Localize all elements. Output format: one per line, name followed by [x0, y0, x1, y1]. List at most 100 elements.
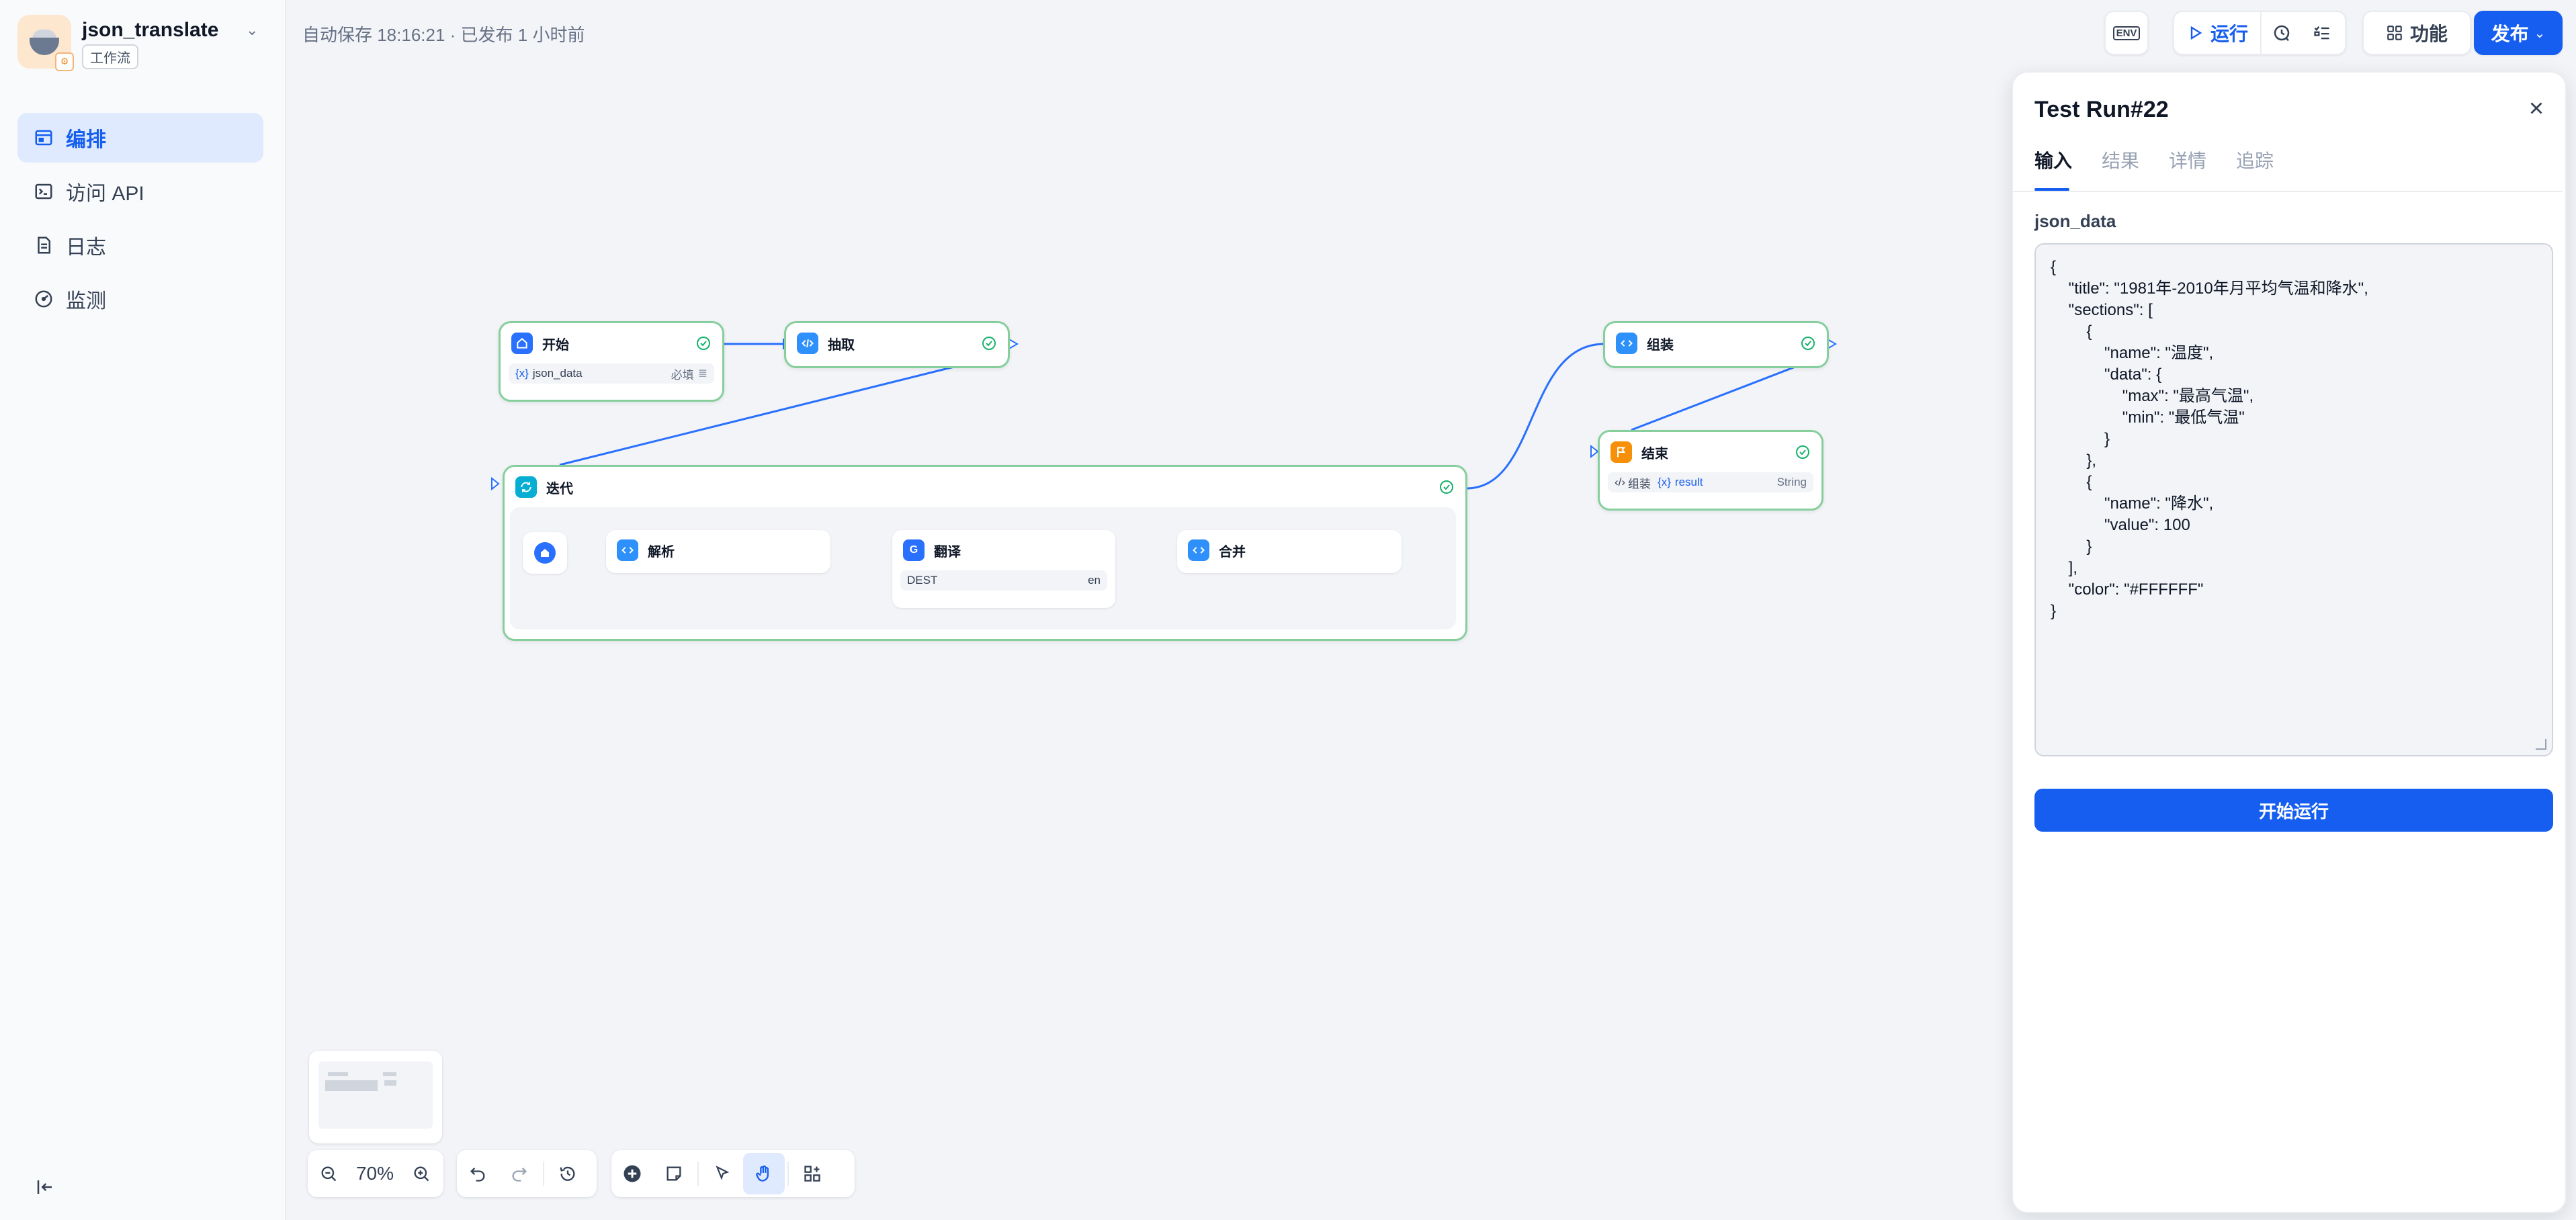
layout-grid-icon — [804, 1166, 820, 1182]
param-value: en — [1088, 574, 1101, 586]
param-label: DEST — [907, 574, 938, 586]
run-history-button[interactable] — [2262, 12, 2302, 54]
node-title: 解析 — [648, 544, 675, 560]
add-node-button[interactable] — [611, 1153, 653, 1194]
app-icon[interactable]: ⚙ — [17, 15, 74, 71]
translate-icon: G — [903, 539, 925, 561]
code-icon — [1616, 333, 1637, 354]
run-button[interactable]: 运行 — [2174, 12, 2262, 54]
zoom-level[interactable]: 70% — [355, 1163, 394, 1184]
close-icon[interactable] — [2526, 98, 2546, 118]
checklist-icon — [2314, 26, 2329, 40]
code-icon — [1188, 539, 1209, 561]
json-data-value: { "title": "1981年-2010年月平均气温和降水", "secti… — [2051, 258, 2368, 620]
edge-iteration-assemble — [1465, 343, 1605, 490]
autosave-status: 自动保存 18:16:21 · 已发布 1 小时前 — [302, 25, 585, 45]
test-run-panel: Test Run#22 输入 结果 详情 追踪 json_data { "tit… — [2012, 71, 2567, 1213]
variable-type: String — [1776, 476, 1807, 488]
chevron-down-icon: ⌄ — [2534, 26, 2546, 41]
zoom-in-icon — [414, 1166, 429, 1182]
undo-icon — [470, 1168, 485, 1182]
success-check-icon — [1440, 480, 1453, 494]
zoom-in-button[interactable] — [400, 1153, 442, 1194]
success-check-icon — [1801, 337, 1815, 350]
home-icon — [511, 333, 533, 354]
minimap[interactable] — [309, 1051, 442, 1143]
home-icon — [534, 542, 556, 564]
node-translate[interactable]: G 翻译 DEST en — [892, 530, 1115, 608]
node-param: DEST en — [900, 570, 1107, 591]
node-end[interactable]: 结束 ‹/› 组装 {x} result String — [1598, 430, 1823, 511]
start-run-button[interactable]: 开始运行 — [2034, 789, 2553, 832]
undo-button[interactable] — [457, 1153, 499, 1194]
zoom-controls: 70% — [308, 1150, 443, 1197]
node-title: 翻译 — [934, 544, 961, 560]
node-start[interactable]: 开始 {x} json_data 必填 ≣ — [499, 321, 724, 402]
terminal-icon — [35, 183, 52, 200]
zoom-out-button[interactable] — [308, 1153, 349, 1194]
sidebar-item-monitor[interactable]: 监测 — [17, 274, 263, 324]
active-tab-indicator — [2034, 188, 2069, 191]
minimap-node — [383, 1072, 396, 1076]
features-button-label: 功能 — [2409, 24, 2448, 44]
variable-name: json_data — [532, 367, 583, 380]
tab-detail[interactable]: 详情 — [2169, 150, 2207, 171]
env-button[interactable]: ENV — [2104, 11, 2149, 55]
sidebar-item-api[interactable]: 访问 API — [17, 167, 263, 216]
tab-input[interactable]: 输入 — [2034, 150, 2073, 171]
redo-icon — [512, 1168, 527, 1182]
port-handle — [491, 476, 500, 491]
toolbar-divider — [697, 1162, 699, 1186]
variable-source: 组装 — [1628, 477, 1651, 490]
node-title: 结束 — [1641, 446, 1668, 462]
node-iteration-start[interactable] — [523, 532, 567, 574]
features-button[interactable]: 功能 — [2362, 11, 2471, 55]
node-parse[interactable]: 解析 — [606, 530, 830, 573]
hand-mode-button[interactable] — [743, 1153, 785, 1194]
variable-icon: {x} — [515, 367, 529, 380]
node-assemble[interactable]: 组装 — [1603, 321, 1829, 368]
panel-title: Test Run#22 — [2034, 97, 2169, 122]
chevron-down-icon[interactable]: ⌄ — [246, 21, 259, 38]
json-data-textarea[interactable]: { "title": "1981年-2010年月平均气温和降水", "secti… — [2034, 243, 2553, 756]
tab-result[interactable]: 结果 — [2102, 150, 2140, 171]
toolbar-divider — [787, 1162, 789, 1186]
toolbar-divider — [543, 1162, 544, 1186]
code-icon — [797, 333, 818, 354]
monitor-icon — [35, 290, 52, 308]
field-label: json_data — [2034, 211, 2116, 231]
workflow-badge-icon: ⚙ — [55, 52, 74, 71]
tab-trace[interactable]: 追踪 — [2236, 150, 2274, 171]
node-merge[interactable]: 合并 — [1177, 530, 1402, 573]
sidebar-item-label: 访问 API — [66, 183, 144, 205]
sidebar-item-label: 编排 — [66, 129, 106, 151]
start-run-label: 开始运行 — [2258, 801, 2329, 822]
minimap-node — [325, 1080, 378, 1091]
node-title: 抽取 — [828, 337, 855, 353]
sticky-note-icon — [667, 1166, 681, 1181]
sidebar-item-logs[interactable]: 日志 — [17, 220, 263, 270]
redo-button[interactable] — [499, 1153, 540, 1194]
collapse-sidebar-icon[interactable] — [35, 1177, 55, 1197]
grid-icon — [2387, 26, 2402, 40]
env-icon: ENV — [2112, 26, 2141, 40]
sidebar-item-orchestrate[interactable]: 编排 — [17, 113, 263, 163]
organize-button[interactable] — [791, 1153, 833, 1194]
checklist-button[interactable] — [2302, 12, 2342, 54]
app-name[interactable]: json_translate — [82, 19, 219, 41]
sidebar-item-label: 监测 — [66, 290, 106, 312]
success-check-icon — [982, 337, 996, 350]
version-history-button[interactable] — [547, 1153, 589, 1194]
sidebar: ⚙ json_translate ⌄ 工作流 编排 访问 API 日志 监测 — [0, 0, 286, 1220]
publish-button[interactable]: 发布 ⌄ — [2474, 11, 2563, 55]
play-icon — [2190, 26, 2202, 40]
add-note-button[interactable] — [653, 1153, 695, 1194]
publish-button-label: 发布 — [2491, 24, 2529, 44]
divider — [2013, 191, 2563, 192]
minimap-node — [328, 1072, 348, 1076]
resize-handle-icon[interactable] — [2536, 739, 2546, 750]
node-variable: ‹/› 组装 {x} result String — [1608, 472, 1813, 492]
pointer-mode-button[interactable] — [701, 1153, 743, 1194]
node-title: 迭代 — [546, 481, 573, 496]
node-extract[interactable]: 抽取 — [784, 321, 1010, 368]
